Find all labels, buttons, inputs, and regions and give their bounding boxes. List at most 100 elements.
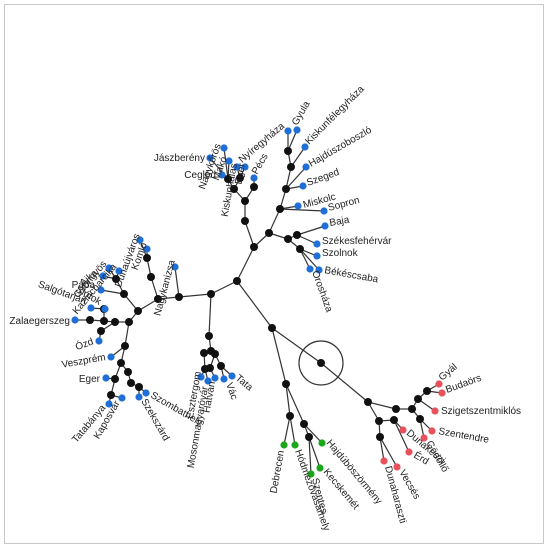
leaf-node-blue[interactable] [97, 286, 105, 294]
leaf-node-blue[interactable] [197, 373, 205, 381]
internal-node[interactable] [268, 324, 276, 332]
internal-node[interactable] [375, 417, 383, 425]
internal-node[interactable] [111, 318, 119, 326]
internal-node[interactable] [250, 183, 258, 191]
leaf-node-green[interactable] [307, 470, 315, 478]
leaf-node-red[interactable] [438, 389, 446, 397]
internal-node[interactable] [423, 387, 431, 395]
leaf-node-blue[interactable] [315, 266, 323, 274]
leaf-node-blue[interactable] [302, 163, 310, 171]
internal-node[interactable] [376, 433, 384, 441]
leaf-node-blue[interactable] [293, 126, 301, 134]
leaf-node-blue[interactable] [143, 245, 151, 253]
leaf-node-blue[interactable] [313, 252, 321, 260]
internal-node[interactable] [154, 295, 162, 303]
leaf-node-blue[interactable] [136, 236, 144, 244]
internal-node[interactable] [233, 277, 241, 285]
leaf-node-blue[interactable] [171, 263, 179, 271]
leaf-node-red[interactable] [420, 434, 428, 442]
leaf-node-blue[interactable] [71, 316, 79, 324]
internal-node[interactable] [206, 364, 214, 372]
leaf-node-blue[interactable] [107, 353, 115, 361]
internal-node[interactable] [175, 293, 183, 301]
leaf-node-blue[interactable] [206, 154, 214, 162]
internal-node[interactable] [147, 273, 155, 281]
internal-node[interactable] [111, 375, 119, 383]
internal-node[interactable] [211, 350, 219, 358]
internal-node[interactable] [241, 197, 249, 205]
internal-node[interactable] [300, 420, 308, 428]
leaf-node-blue[interactable] [284, 127, 292, 135]
leaf-node-blue[interactable] [241, 163, 249, 171]
leaf-node-blue[interactable] [220, 144, 228, 152]
leaf-node-blue[interactable] [299, 182, 307, 190]
internal-node[interactable] [107, 391, 115, 399]
leaf-node-red[interactable] [399, 426, 407, 434]
leaf-node-blue[interactable] [294, 202, 302, 210]
internal-node[interactable] [86, 316, 94, 324]
internal-node[interactable] [135, 383, 143, 391]
leaf-node-green[interactable] [316, 464, 324, 472]
internal-node[interactable] [265, 229, 273, 237]
internal-node[interactable] [121, 342, 129, 350]
internal-node[interactable] [414, 395, 422, 403]
leaf-node-red[interactable] [393, 463, 401, 471]
internal-node[interactable] [207, 290, 215, 298]
internal-node[interactable] [224, 175, 232, 183]
internal-node[interactable] [217, 362, 225, 370]
internal-node[interactable] [241, 217, 249, 225]
internal-node[interactable] [250, 243, 258, 251]
leaf-node-blue[interactable] [118, 394, 126, 402]
leaf-node-blue[interactable] [301, 143, 309, 151]
internal-node[interactable] [127, 379, 135, 387]
leaf-node-blue[interactable] [105, 400, 113, 408]
internal-node[interactable] [134, 307, 142, 315]
leaf-node-blue[interactable] [306, 265, 314, 273]
leaf-node-blue[interactable] [250, 174, 258, 182]
leaf-node-blue[interactable] [99, 272, 107, 280]
internal-node[interactable] [390, 416, 398, 424]
leaf-node-blue[interactable] [105, 264, 113, 272]
leaf-node-blue[interactable] [211, 374, 219, 382]
internal-node[interactable] [230, 185, 238, 193]
internal-node[interactable] [305, 433, 313, 441]
leaf-node-red[interactable] [431, 407, 439, 415]
internal-node[interactable] [143, 254, 151, 262]
internal-node[interactable] [282, 380, 290, 388]
internal-node[interactable] [112, 275, 120, 283]
internal-node[interactable] [276, 205, 284, 213]
leaf-node-blue[interactable] [95, 337, 103, 345]
internal-node[interactable] [236, 174, 244, 182]
internal-node[interactable] [293, 231, 301, 239]
leaf-node-blue[interactable] [228, 372, 236, 380]
leaf-node-blue[interactable] [204, 377, 212, 385]
leaf-node-green[interactable] [280, 441, 288, 449]
leaf-node-blue[interactable] [101, 305, 109, 313]
leaf-node-blue[interactable] [313, 240, 321, 248]
internal-node[interactable] [125, 318, 133, 326]
leaf-node-red[interactable] [405, 448, 413, 456]
leaf-node-blue[interactable] [320, 207, 328, 215]
internal-node[interactable] [205, 332, 213, 340]
leaf-node-blue[interactable] [102, 374, 110, 382]
leaf-node-blue[interactable] [225, 157, 233, 165]
leaf-node-blue[interactable] [233, 163, 241, 171]
internal-node[interactable] [117, 359, 125, 367]
internal-node[interactable] [416, 415, 424, 423]
internal-node[interactable] [392, 405, 400, 413]
leaf-node-blue[interactable] [115, 267, 123, 275]
leaf-node-green[interactable] [318, 439, 326, 447]
internal-node[interactable] [97, 327, 105, 335]
leaf-node-blue[interactable] [321, 222, 329, 230]
internal-node[interactable] [100, 317, 108, 325]
internal-node[interactable] [282, 185, 290, 193]
internal-node[interactable] [124, 368, 132, 376]
leaf-node-blue[interactable] [87, 304, 95, 312]
leaf-node-green[interactable] [291, 441, 299, 449]
leaf-node-red[interactable] [428, 427, 436, 435]
leaf-node-red[interactable] [380, 457, 388, 465]
leaf-node-blue[interactable] [142, 389, 150, 397]
leaf-node-blue[interactable] [135, 393, 143, 401]
internal-node[interactable] [296, 245, 304, 253]
leaf-node-blue[interactable] [218, 171, 226, 179]
